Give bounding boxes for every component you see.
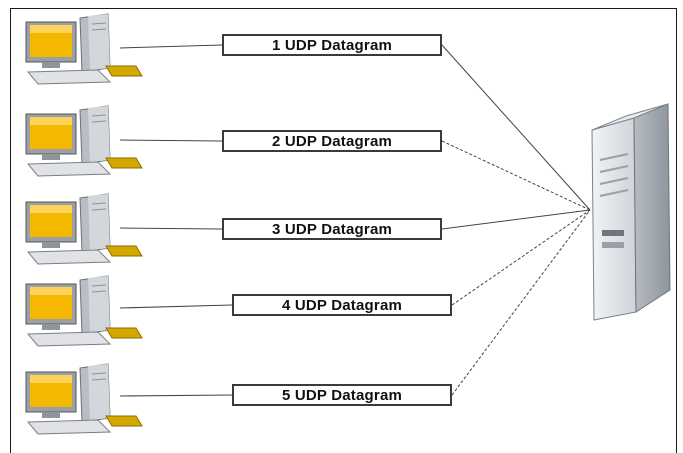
server-link-4 [451,209,591,306]
client-link-2 [119,139,223,142]
client-link-4 [119,304,233,309]
desktop-computer-icon [25,13,143,85]
desktop-computer-icon [25,193,143,265]
client-link-5 [119,394,233,397]
desktop-computer-icon [25,275,143,347]
client-link-1 [119,44,223,49]
datagram-label-5: 5 UDP Datagram [232,384,452,406]
datagram-label-2: 2 UDP Datagram [222,130,442,152]
datagram-label-4: 4 UDP Datagram [232,294,452,316]
client-computer-4 [18,272,148,352]
client-computer-3 [18,190,148,270]
desktop-computer-icon [25,363,143,435]
client-computer-2 [18,102,148,182]
datagram-label-3: 3 UDP Datagram [222,218,442,240]
server-link-5 [451,209,591,396]
server-tower [584,100,674,322]
server-link-1 [441,44,591,211]
desktop-computer-icon [25,105,143,177]
client-link-3 [119,227,223,230]
datagram-label-1: 1 UDP Datagram [222,34,442,56]
client-computer-1 [18,10,148,90]
server-tower-icon [591,103,671,321]
server-link-2 [441,140,591,211]
client-computer-5 [18,360,148,440]
server-link-3 [441,209,591,230]
